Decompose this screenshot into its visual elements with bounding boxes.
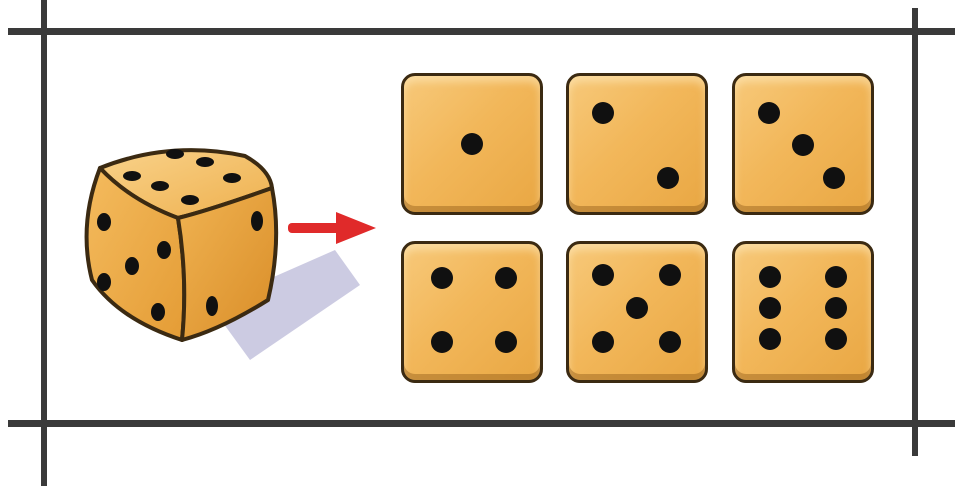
pip bbox=[657, 167, 679, 189]
pip bbox=[431, 331, 453, 353]
left-frame-line bbox=[41, 0, 47, 486]
pip bbox=[792, 134, 814, 156]
die-face-3 bbox=[732, 73, 874, 215]
pip bbox=[823, 167, 845, 189]
pip bbox=[825, 328, 847, 350]
die-face-6 bbox=[732, 241, 874, 383]
pip bbox=[759, 297, 781, 319]
die-face-2 bbox=[566, 73, 708, 215]
pip bbox=[758, 102, 780, 124]
pip bbox=[592, 264, 614, 286]
bottom-frame-line bbox=[8, 420, 955, 427]
die-face-5 bbox=[566, 241, 708, 383]
pip bbox=[592, 331, 614, 353]
right-arrow-icon bbox=[284, 208, 380, 248]
pip bbox=[461, 133, 483, 155]
die-face-4 bbox=[401, 241, 543, 383]
pip bbox=[825, 266, 847, 288]
pip bbox=[592, 102, 614, 124]
cube-die-icon bbox=[60, 130, 360, 370]
pip bbox=[431, 267, 453, 289]
top-frame-line bbox=[8, 28, 955, 35]
pip bbox=[759, 266, 781, 288]
pip bbox=[825, 297, 847, 319]
pip bbox=[659, 264, 681, 286]
pip bbox=[495, 267, 517, 289]
pip bbox=[626, 297, 648, 319]
right-frame-line bbox=[912, 8, 918, 456]
die-face-1 bbox=[401, 73, 543, 215]
pip bbox=[759, 328, 781, 350]
pip bbox=[659, 331, 681, 353]
pip bbox=[495, 331, 517, 353]
